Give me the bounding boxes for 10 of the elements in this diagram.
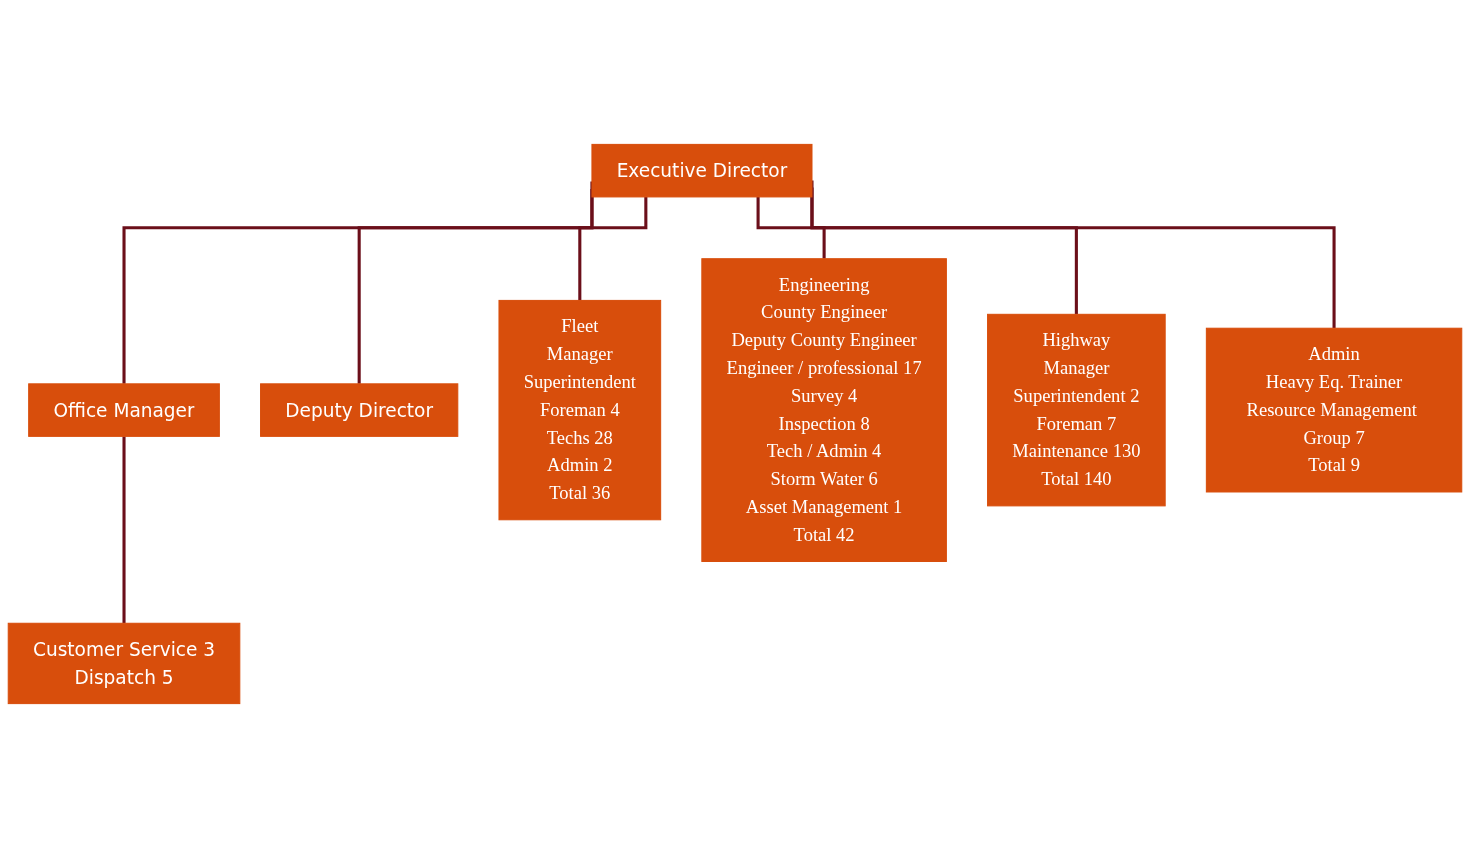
node-box: Admin Heavy Eq. Trainer Resource Management Group 7 Total 9 bbox=[1205, 327, 1463, 493]
node-box: Fleet Manager Superintendent Foreman 4 Techs 28 Admin 2 Total 36 bbox=[498, 299, 662, 521]
node-box: Highway Manager Superintendent 2 Foreman 7 Maintenance 130 Total 140 bbox=[987, 313, 1166, 507]
node-box: Customer Service 3 Dispatch 5 bbox=[7, 622, 241, 705]
node-box: Executive Director bbox=[591, 143, 813, 198]
node-box: Deputy Director bbox=[260, 383, 459, 437]
node-box: Office Manager bbox=[28, 383, 220, 437]
connector bbox=[122, 436, 126, 625]
connector bbox=[578, 196, 648, 302]
node-box: Engineering County Engineer Deputy County Engineer Engineer / professional 17 Survey 4 Inspection 8 Tech / Admin 4 Storm Water 6 Asset Management 1 Total 42 bbox=[701, 258, 947, 562]
